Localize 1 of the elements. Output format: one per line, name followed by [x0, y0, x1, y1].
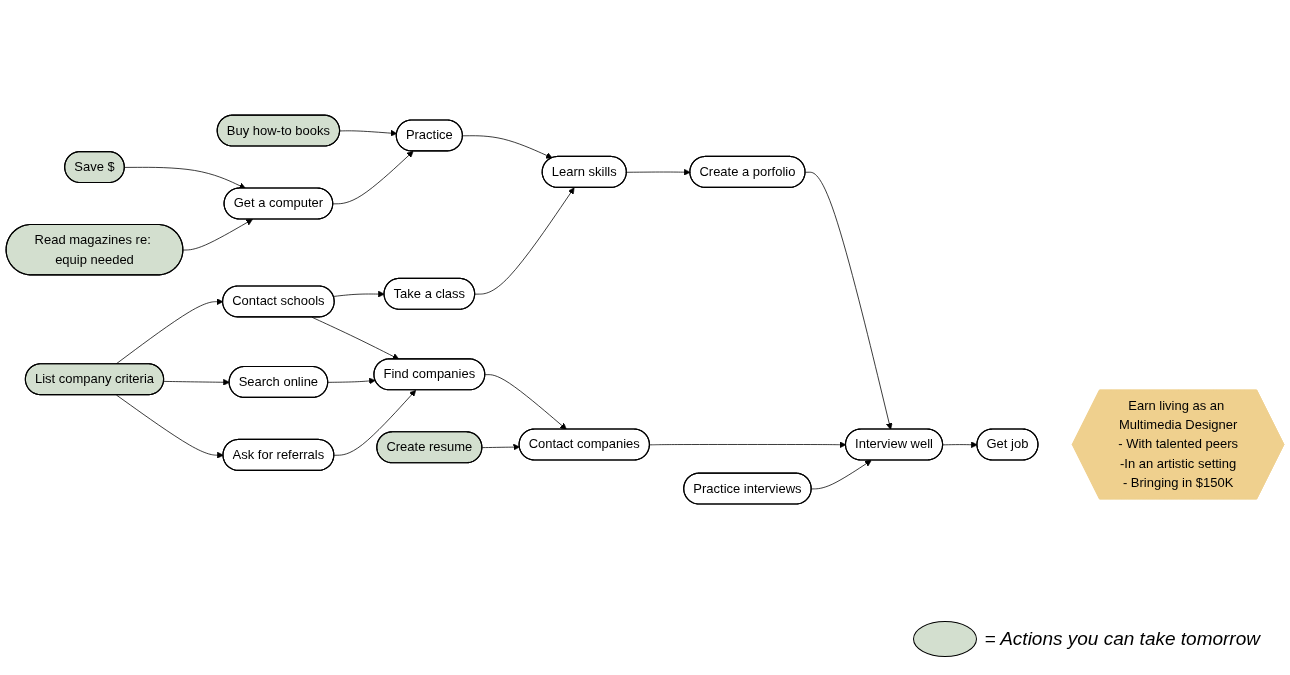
- legend-text: = Actions you can take tomorrow: [984, 628, 1260, 650]
